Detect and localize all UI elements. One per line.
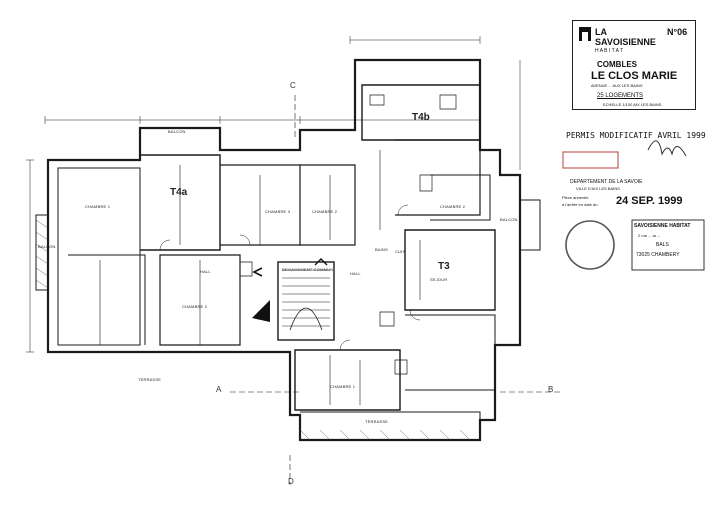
unit-t4a: T4a [170,187,188,198]
room-label: TERRASSE [138,377,162,382]
arrow-top [314,258,328,266]
wall-bottom [294,349,401,411]
round-stamp-ring [565,220,615,270]
sheet-number: N°06 [667,27,688,37]
axis-marker-d: D [288,477,294,486]
hatch-balcon-left [35,219,49,289]
department-line3: Pièce annexée [562,195,589,200]
title-block: LA SAVOISIENNE H A B I T A T N°06 COMBLE… [572,20,696,110]
org-line3: H A B I T A T [595,48,624,54]
balcon-right [520,199,541,251]
stair-well [277,261,335,341]
room-label: DEGAGEMENT COMMUN [282,267,334,272]
wall-t4b-lower [395,139,481,216]
stamp-rect [631,219,705,271]
axis-marker-b: B [548,385,554,394]
signature [647,140,687,157]
wall-lower-mid [159,254,241,346]
room-label: BALCON [38,244,56,249]
doors [159,204,421,351]
stamp-line3: BALS [656,242,669,248]
org-line1: LA [595,27,607,37]
room-label: BALCON [500,217,518,222]
room-label: TERRASSE [365,419,389,424]
room-label: BALCON [168,129,186,134]
balcon-left [35,214,49,291]
scale-note: ECHELLE 1/100 AIX LES BAINS [603,102,662,107]
room-label: HALL [350,271,361,276]
wall-chambre2 [300,164,356,246]
stair-treads [282,269,330,327]
partitions [99,150,421,405]
black-wedge [252,300,270,322]
level-label: COMBLES [597,60,637,69]
wall-t3-lower [405,314,496,391]
department-line2: VILLE D'AIX LES BAINS [576,186,620,191]
org-line2: SAVOISIENNE [595,37,656,47]
stair-curve [289,307,323,331]
fittings [239,94,457,375]
permit-note: PERMIS MODIFICATIF AVRIL 1999 [566,131,706,140]
wall-t3 [404,229,496,311]
dimension-line-top [44,116,481,124]
room-label: HALL [200,269,211,274]
room-label: BAINS [375,247,389,252]
room-label: CHAMBRE 2 [182,304,208,309]
room-label: CUIS [395,249,406,254]
dimension-line-left [26,159,34,353]
inner-wall [57,167,141,346]
address: AVENUE ... AUX LES BAINS [591,83,643,88]
dimension-line-top2 [349,36,481,44]
department-line4: à l'arrêté en date du [562,202,598,207]
unit-t3: T3 [438,261,450,272]
wall-chambre-right [430,174,491,221]
project-name: LE CLOS MARIE [591,70,678,82]
room-label: CHAMBRE 2 [440,204,466,209]
room-label: SEJOUR [430,277,448,282]
outer-wall [46,58,522,442]
stamp-line1: SAVOISIENNE HABITAT [634,223,691,229]
stamp-line4: 73025 CHAMBERY [636,252,680,258]
approval-date: 24 SEP. 1999 [616,195,683,207]
hatch-terrasse [299,429,471,441]
axis-marker-a: A [216,385,222,394]
unit-t4b: T4b [412,112,430,123]
terrasse [300,411,481,441]
room-label: CHAMBRE 1 [330,384,356,389]
room-label: CHAMBRE 3 [265,209,291,214]
room-label: CHAMBRE 1 [85,204,111,209]
department-line1: DEPARTEMENT DE LA SAVOIE [570,179,643,185]
wall-t4a [140,154,221,251]
arrow-left [252,267,263,277]
red-stamp-box [562,151,619,169]
logements-count: 25 LOGEMENTS [597,93,644,99]
stamp-line2: 2 rue ... la ... [638,233,661,238]
wall-lower-left [68,254,146,345]
axis-marker-c: C [290,81,296,90]
room-label: CHAMBRE 2 [312,209,338,214]
house-logo-icon [579,27,591,41]
